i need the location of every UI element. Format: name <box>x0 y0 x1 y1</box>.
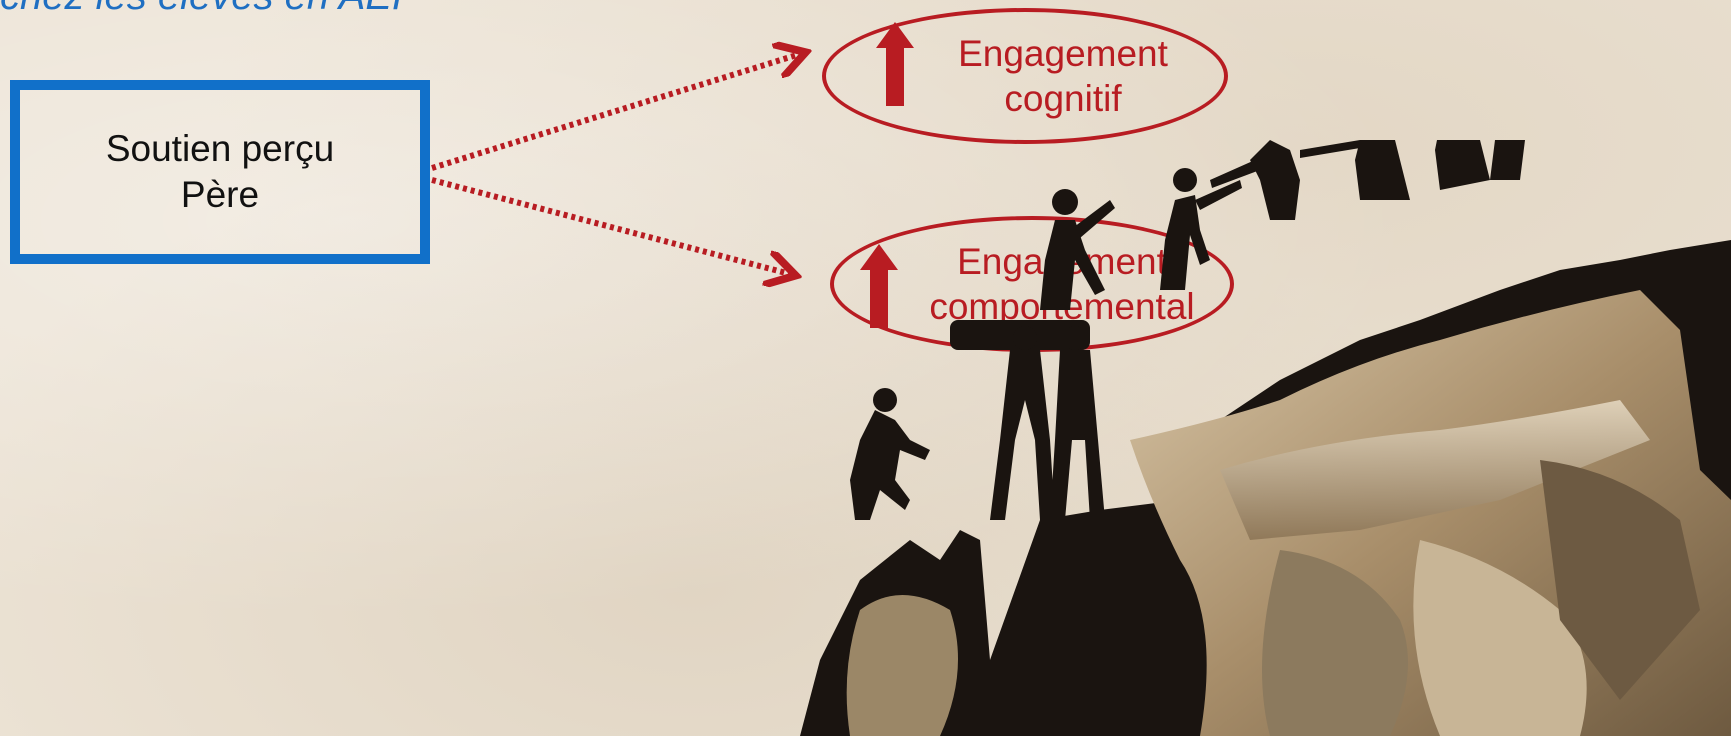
target-cognitif: Engagement cognitif <box>822 8 1228 144</box>
arrow-to-comportemental <box>431 177 790 274</box>
source-label-line2: Père <box>180 174 260 215</box>
up-arrow-icon <box>860 244 898 328</box>
climbers-illustration <box>800 140 1731 736</box>
up-arrow-icon <box>876 22 914 106</box>
arrow-to-cognitif <box>431 54 800 171</box>
source-box: Soutien perçu Père <box>10 80 430 264</box>
page-title: chez les élèves en AEP <box>0 0 419 19</box>
source-label-line1: Soutien perçu <box>105 127 335 169</box>
target-cognitif-line1: Engagement <box>958 32 1168 74</box>
target-cognitif-line2: cognitif <box>1004 78 1122 119</box>
